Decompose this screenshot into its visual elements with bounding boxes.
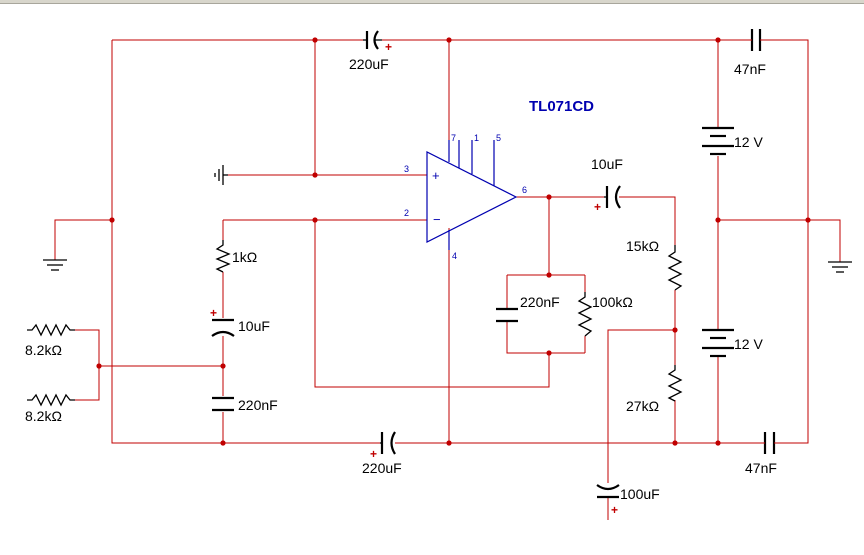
polarity-mark: + (370, 447, 377, 461)
capacitor-220nf-left[interactable] (212, 396, 234, 412)
r-in2-label: 8.2kΩ (25, 408, 62, 424)
c-10u-left-label: 10uF (238, 318, 270, 334)
polarity-mark: + (385, 40, 392, 54)
battery-top-label: 12 V (734, 134, 763, 150)
polarity-mark: + (594, 200, 601, 214)
resistor-27k[interactable] (667, 365, 683, 402)
c-bottom-right-label: 47nF (745, 460, 777, 476)
noninverting-sign: + (432, 168, 440, 183)
pin-3-label: 3 (404, 164, 409, 174)
capacitor-47nf-bottom[interactable] (750, 432, 783, 454)
resistor-1k[interactable] (215, 240, 231, 273)
pin-1-label: 1 (474, 133, 479, 143)
pin-6-label: 6 (522, 185, 527, 195)
resistor-8k2-input-1[interactable] (27, 323, 75, 337)
capacitor-220uf-top[interactable]: + (363, 30, 392, 54)
pin-2-label: 2 (404, 208, 409, 218)
capacitor-10uf-output[interactable]: + (594, 185, 621, 214)
pin-7-label: 7 (451, 133, 456, 143)
opamp-tl071[interactable]: 7 1 5 3 2 6 4 + − (404, 133, 527, 261)
inverting-sign: − (433, 212, 441, 227)
opamp-part-label: TL071CD (529, 98, 594, 115)
battery-bottom-label: 12 V (734, 336, 763, 352)
junction-dots (96, 37, 811, 446)
capacitor-10uf-left[interactable]: + (210, 306, 235, 337)
r-15k-label: 15kΩ (626, 238, 659, 254)
c-100u-label: 100uF (620, 486, 660, 502)
r-27k-label: 27kΩ (626, 398, 659, 414)
resistor-8k2-input-2[interactable] (27, 393, 75, 407)
ground-icon (828, 261, 852, 273)
resistor-15k[interactable] (667, 245, 683, 291)
c-bottom-label: 220uF (362, 460, 402, 476)
r-fb-label: 100kΩ (592, 294, 633, 310)
resistor-100k-feedback[interactable] (577, 292, 593, 337)
r-1k-label: 1kΩ (232, 249, 257, 265)
c-220n-left-label: 220nF (238, 397, 278, 413)
polarity-mark: + (611, 503, 618, 517)
c-top-label: 220uF (349, 56, 389, 72)
capacitor-220nf-feedback[interactable] (496, 307, 518, 323)
capacitor-47nf-top[interactable] (745, 29, 765, 51)
pin-5-label: 5 (496, 133, 501, 143)
ground-icon (214, 165, 228, 185)
capacitor-220uf-bottom[interactable]: + (370, 431, 396, 461)
c-out-label: 10uF (591, 156, 623, 172)
c-top-right-label: 47nF (734, 61, 766, 77)
pin-4-label: 4 (452, 251, 457, 261)
ground-icon (43, 259, 67, 271)
capacitor-100uf[interactable]: + (596, 484, 620, 517)
wires (54, 39, 841, 520)
window-top-edge (0, 0, 864, 4)
polarity-mark: + (210, 306, 217, 320)
battery-top[interactable] (702, 126, 734, 156)
c-fb-label: 220nF (520, 294, 560, 310)
battery-bottom[interactable] (702, 328, 734, 358)
r-in1-label: 8.2kΩ (25, 342, 62, 358)
